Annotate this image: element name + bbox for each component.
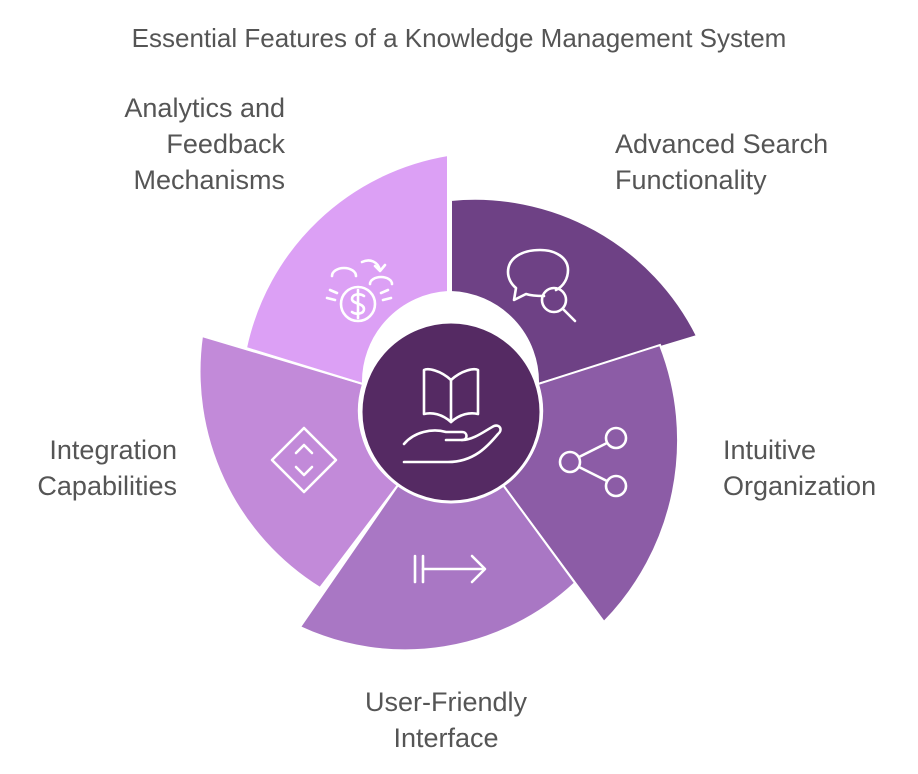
- label-line: Integration: [49, 435, 177, 465]
- share-nodes-icon: [558, 426, 628, 498]
- label-line: Mechanisms: [133, 165, 285, 195]
- book-in-hand-icon: [402, 368, 502, 464]
- label-line: Interface: [393, 723, 499, 753]
- label-line: Feedback: [166, 129, 285, 159]
- coin-cycle-icon: [325, 259, 394, 323]
- segment-advanced-search: [450, 197, 699, 386]
- label-line: Analytics and: [124, 93, 285, 123]
- label-line: Advanced Search: [615, 129, 829, 159]
- label-line: Intuitive: [723, 435, 817, 465]
- label-user-friendly-interface: User-Friendly Interface: [346, 684, 546, 756]
- label-analytics-feedback: Analytics and Feedback Mechanisms: [124, 90, 285, 198]
- label-line: Functionality: [615, 165, 767, 195]
- arrow-right-to-bar-icon: [413, 554, 487, 584]
- label-advanced-search: Advanced Search Functionality: [615, 126, 828, 198]
- label-integration-capabilities: Integration Capabilities: [37, 432, 177, 504]
- label-line: Capabilities: [37, 471, 177, 501]
- label-line: User-Friendly: [364, 687, 528, 717]
- diagram-title: Essential Features of a Knowledge Manage…: [131, 23, 787, 53]
- label-line: Organization: [723, 471, 877, 501]
- label-intuitive-organization: Intuitive Organization: [723, 432, 876, 504]
- search-chat-icon: [506, 248, 577, 323]
- diamond-chevrons-icon: [270, 426, 338, 494]
